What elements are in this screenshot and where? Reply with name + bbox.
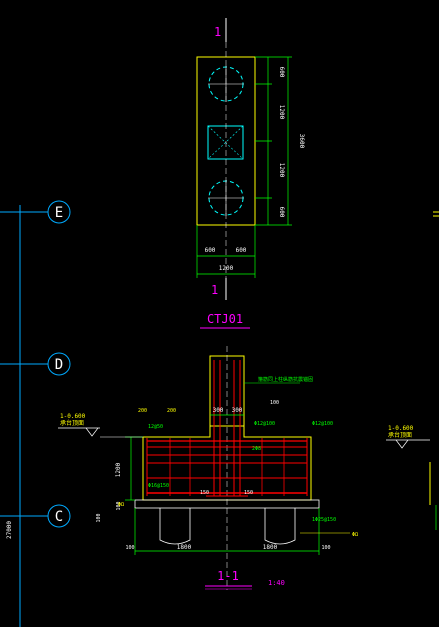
rebar-note-h: 200 bbox=[138, 408, 147, 414]
column-hatch-b bbox=[207, 125, 244, 160]
rebar-note-d: Φ12@100 bbox=[312, 421, 333, 427]
rebar-note-h2: 200 bbox=[167, 408, 176, 414]
sec-dim-col-b: 300 bbox=[232, 407, 243, 414]
plan-dim-b2: 600 bbox=[236, 247, 247, 254]
elev-left-label: 1-0.600 bbox=[60, 413, 86, 420]
elev-left-sub: 承台顶面 bbox=[60, 419, 84, 427]
elev-right-sub: 承台顶面 bbox=[388, 431, 412, 439]
rebar-note-top: 箍筋同上柱纵筋抗震锚固 bbox=[258, 376, 313, 383]
plan-dim-r2: 1200 bbox=[278, 105, 285, 120]
rebar-note-i: 1Φ25@150 bbox=[312, 517, 336, 523]
axis-d-label: D bbox=[55, 357, 63, 373]
plan-title: CTJ01 bbox=[207, 312, 243, 326]
section-title: 1-1 bbox=[217, 569, 239, 583]
pile-section-right bbox=[264, 508, 296, 545]
axis-e-bubble bbox=[47, 200, 71, 224]
sec-dim-col-a: 300 bbox=[213, 407, 224, 414]
plan-dim-b1: 600 bbox=[205, 247, 216, 254]
rebar-note-k: ΦΩ bbox=[352, 532, 358, 538]
rebar-note-b: 2Φ8 bbox=[252, 446, 261, 452]
elev-left-symbol bbox=[85, 427, 99, 437]
rebar-note-g: Φ16@150 bbox=[148, 483, 169, 489]
sec-dim-base-left: 100 bbox=[116, 501, 122, 510]
axis-c-label: C bbox=[55, 509, 63, 525]
plan-dim-total-right: 3600 bbox=[298, 134, 305, 149]
rebar-note-a: 12@50 bbox=[148, 424, 163, 430]
elev-right-symbol bbox=[395, 439, 409, 449]
cushion-layer bbox=[134, 499, 320, 509]
rebar-note-j: ΦΩ bbox=[118, 502, 124, 508]
sec-dim-100-left: 100 bbox=[96, 513, 102, 522]
sec-dim-width-left: 1800 bbox=[177, 544, 192, 551]
sec-dim-100-l: 100 bbox=[125, 545, 134, 551]
axis-e-label: E bbox=[55, 205, 63, 221]
sec-dim-100-r: 100 bbox=[321, 545, 330, 551]
sec-dim-1200: 1200 bbox=[115, 462, 122, 477]
pile-section-left bbox=[159, 508, 191, 545]
sec-dim-100-top: 100 bbox=[270, 400, 279, 406]
axis-c-bubble bbox=[47, 504, 71, 528]
elev-right-label: 1-0.600 bbox=[388, 425, 414, 432]
section-mark-top: 1 bbox=[214, 25, 221, 39]
rebar-note-e: 150 bbox=[200, 490, 209, 496]
plan-dim-r1: 600 bbox=[278, 67, 285, 78]
plan-dim-total-bottom: 1200 bbox=[219, 265, 234, 272]
sec-dim-width-right: 1800 bbox=[263, 544, 278, 551]
plan-dim-r3: 1200 bbox=[278, 163, 285, 178]
column-plan bbox=[207, 125, 244, 160]
rebar-note-f: 150 bbox=[244, 490, 253, 496]
axis-d-bubble bbox=[47, 352, 71, 376]
section-mark-bottom: 1 bbox=[211, 283, 218, 297]
plan-dim-r4: 600 bbox=[278, 207, 285, 218]
section-scale: 1:40 bbox=[268, 579, 285, 587]
rebar-note-c: Φ12@100 bbox=[254, 421, 275, 427]
axis-left-dim: 27000 bbox=[6, 521, 13, 539]
